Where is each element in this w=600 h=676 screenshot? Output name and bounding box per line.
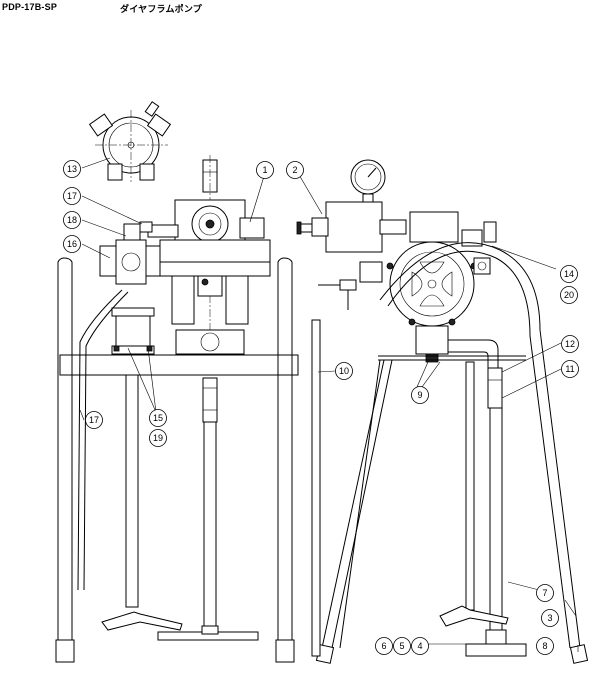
top-detail-view (88, 101, 172, 182)
left-regulator (99, 221, 161, 285)
svg-text:5: 5 (399, 641, 404, 651)
pump-body-front (147, 199, 271, 355)
svg-text:9: 9 (417, 390, 422, 400)
svg-text:13: 13 (67, 164, 77, 174)
callout-1: 1 (256, 161, 274, 179)
model-number: PDP-17B-SP (2, 2, 58, 12)
svg-text:15: 15 (153, 413, 163, 423)
callout-9: 9 (411, 386, 429, 404)
svg-text:1: 1 (262, 165, 267, 175)
left-filter (111, 307, 155, 355)
drawing-title: ダイヤフラムポンプ (120, 5, 202, 15)
svg-text:11: 11 (565, 364, 574, 374)
svg-text:20: 20 (564, 290, 574, 300)
svg-text:12: 12 (565, 339, 575, 349)
svg-text:17: 17 (67, 191, 77, 201)
svg-text:14: 14 (564, 269, 574, 279)
callout-6: 6 (375, 637, 393, 655)
callout-5: 5 (393, 637, 411, 655)
svg-text:8: 8 (542, 641, 547, 651)
svg-text:10: 10 (339, 366, 349, 376)
left-frame (55, 257, 295, 663)
svg-text:2: 2 (292, 165, 297, 175)
right-view (296, 159, 589, 664)
pump-body-side (386, 211, 478, 363)
callout-17-top: 17 (63, 187, 81, 205)
svg-text:4: 4 (417, 641, 422, 651)
svg-text:17: 17 (89, 415, 99, 425)
left-view (55, 101, 299, 663)
callout-13: 13 (63, 160, 81, 178)
callout-20: 20 (560, 286, 578, 304)
callout-16: 16 (63, 235, 81, 253)
svg-text:7: 7 (542, 588, 547, 598)
svg-text:6: 6 (381, 641, 386, 651)
callout-3: 3 (541, 609, 559, 627)
callout-12: 12 (561, 335, 579, 353)
pressure-gauge (350, 159, 386, 203)
leader-lines (79, 157, 579, 652)
callout-14: 14 (560, 265, 578, 283)
callout-4: 4 (411, 637, 429, 655)
svg-text:16: 16 (67, 239, 77, 249)
callout-7: 7 (536, 584, 554, 602)
callout-10: 10 (335, 362, 353, 380)
callout-8: 8 (536, 637, 554, 655)
callout-11: 11 (561, 360, 579, 378)
callout-18: 18 (63, 211, 81, 229)
callout-19: 19 (149, 429, 167, 447)
callout-17-hose: 17 (85, 411, 103, 429)
callout-2: 2 (286, 161, 304, 179)
svg-text:3: 3 (547, 613, 552, 623)
svg-text:18: 18 (67, 215, 77, 225)
callout-15: 15 (149, 409, 167, 427)
svg-text:19: 19 (153, 433, 163, 443)
